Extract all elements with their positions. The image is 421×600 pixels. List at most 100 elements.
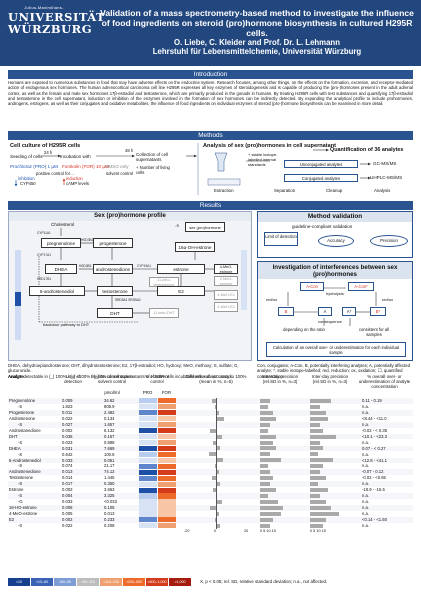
section-introduction: Introduction <box>8 70 413 79</box>
intra-bar <box>260 517 273 522</box>
dmso-label: DMSO only <box>105 164 129 169</box>
e2-node: E2 <box>157 286 205 296</box>
over-value: n.a. <box>362 403 369 409</box>
col-intra: Intra-day precision (rel.SD in %, n=3) <box>261 374 299 385</box>
lod-box: Limit of detection <box>264 232 298 246</box>
cleanup-label: Cleanup <box>326 188 343 193</box>
legend-swatch: >60–90 <box>54 578 76 586</box>
pro-cell <box>139 481 157 487</box>
col-analyte: Analyte <box>8 374 24 379</box>
guideline-label: guideline-compliant validation <box>292 224 353 229</box>
lod-value: 0.017 <box>62 481 73 487</box>
pro-cell <box>139 505 157 511</box>
testosterone-node: testosterone <box>97 286 133 296</box>
median-value: 34.62 <box>104 398 115 403</box>
over-value: n.a. <box>362 463 369 469</box>
col-median: Median concentration solvent control <box>91 374 133 385</box>
accuracy-bar <box>209 452 216 457</box>
accuracy-bar <box>214 404 216 409</box>
inhibition-label: inhibition <box>18 176 35 181</box>
inter-bar <box>310 482 318 487</box>
intra-bar <box>260 398 271 403</box>
pro-cell <box>139 398 157 404</box>
for-cell <box>158 517 176 523</box>
methods-panel: Cell culture of H295R cells Seeding of c… <box>8 143 413 198</box>
intra-bar <box>260 410 273 415</box>
pro-cell <box>139 439 157 446</box>
for-cell <box>158 481 176 487</box>
cholesterol-node: Cholesterol <box>51 222 75 227</box>
intra-bar <box>260 434 276 439</box>
backdoor-label: backdoor pathway to DHT <box>43 322 90 327</box>
col-pro: PRO <box>142 390 153 395</box>
quantification-label: Quantification of 36 analytes <box>330 147 404 153</box>
analyte-name: Androstenedione <box>9 469 41 475</box>
median-value: 74.12 <box>104 469 115 475</box>
meo2-e2-node: 2-MeO-E2 <box>214 302 238 312</box>
methods-arrows <box>14 143 371 195</box>
color-legend: <10>10–60>60–90>90–110>110–200>200–500>5… <box>8 578 413 588</box>
accuracy-bar <box>216 422 218 427</box>
analysis-title: Analysis of sex (pro)hormones in cell su… <box>203 143 337 149</box>
analyte-name: DHT <box>9 433 18 439</box>
intra-bar <box>260 422 271 427</box>
a-box: A <box>318 307 332 316</box>
median-value: 7.669 <box>104 445 115 451</box>
section-results: Results <box>8 201 413 210</box>
median-value: 3.325 <box>104 493 115 499</box>
hormone-profile: Sex (pro)hormone profile <box>8 211 252 361</box>
analyte-name: -S <box>18 403 23 409</box>
over-value: n.a. <box>362 421 369 427</box>
cyp450-label: CYP450 <box>20 181 36 186</box>
accuracy-bar <box>216 416 225 421</box>
for-cell <box>158 410 176 416</box>
unconjugated-box: Unconjugated analytes <box>284 160 358 168</box>
for-cell <box>158 511 176 517</box>
internal-standard-label: + stable isotope-labelled internal stand… <box>248 152 278 167</box>
lod-value: 0.642 <box>62 451 73 457</box>
legend-note: X, p < 0.05; rel. SD, relative standard … <box>200 579 328 584</box>
pro-cell <box>139 404 157 410</box>
median-value: 808.9 <box>104 403 115 409</box>
analyte-name: -S <box>18 493 23 499</box>
poster-title: Validation of a mass spectrometry-based … <box>100 8 414 39</box>
pro-cell <box>139 457 157 463</box>
median-value: 0.208 <box>104 522 115 528</box>
for-cell <box>158 398 176 404</box>
col-for: FOR <box>161 390 172 395</box>
seeding-label: Seeding of cells <box>10 154 43 159</box>
intra-bar <box>260 446 276 451</box>
lod-value: 0.031 <box>62 445 73 451</box>
poster-header: Julius-Maximilians- UNIVERSITÄT WÜRZBURG… <box>0 0 421 66</box>
conjugate-box: sex (pro)hormone <box>185 222 225 232</box>
lod-value: 0.074 <box>62 463 73 469</box>
median-value: 0.350 <box>104 481 115 487</box>
inter-bar <box>310 398 331 403</box>
accuracy-bar <box>216 434 222 439</box>
analyte-name: -S <box>18 421 23 427</box>
legend-swatch: <10 <box>8 578 30 586</box>
lod-value: 0.033 <box>62 499 73 505</box>
depending-label: depending on the ratio <box>283 327 325 332</box>
accuracy-bar <box>211 476 216 481</box>
extraction-label: Extraction <box>214 188 234 193</box>
uhplc-label: UHPLC-MS/MS <box>370 175 403 180</box>
over-value: -0.02 - < 0.35 <box>362 427 388 433</box>
accuracy-bar <box>213 488 216 493</box>
inter-bar <box>310 452 318 457</box>
intra-bar <box>260 500 279 505</box>
legend-swatch: >500–1,000 <box>146 578 168 586</box>
analyte-name: Androstanedione <box>9 427 41 433</box>
accuracy-bar <box>216 500 222 505</box>
analyte-name: 16-HO-estrone <box>9 505 37 511</box>
accuracy-bar <box>214 464 216 469</box>
intra-bar <box>260 476 273 481</box>
inter-bar <box>310 476 326 481</box>
inter-bar <box>310 523 323 528</box>
lod-value: 0.035 <box>62 433 73 439</box>
